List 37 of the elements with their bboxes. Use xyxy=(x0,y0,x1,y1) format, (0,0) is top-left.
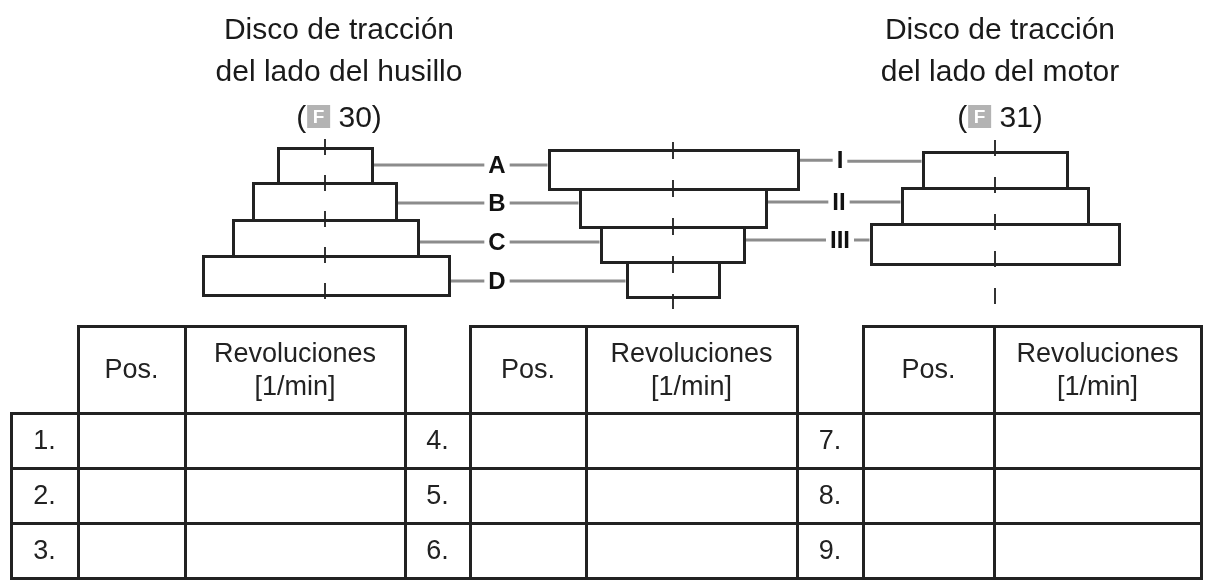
leader-line xyxy=(847,159,922,163)
step-label: I xyxy=(832,148,848,172)
step-label: D xyxy=(484,269,510,293)
leader-line xyxy=(799,158,833,162)
pulley-heading: Disco de tracción del lado del motor xyxy=(879,11,1121,89)
pulley-heading: Disco de tracción del lado del husillo xyxy=(214,11,464,89)
pulley-step xyxy=(231,218,420,258)
leader-line xyxy=(373,163,485,167)
leader-line xyxy=(509,163,548,167)
reference-note: (F 30) xyxy=(296,99,382,135)
leader-line xyxy=(509,279,626,283)
reference-note: (F 31) xyxy=(957,99,1043,135)
leader-line xyxy=(854,238,870,242)
header-cell: Pos. xyxy=(861,324,996,415)
pulley-step xyxy=(251,181,398,222)
pulley-step xyxy=(276,146,374,185)
step-label: II xyxy=(828,190,850,214)
pulley-step xyxy=(547,148,800,191)
pulley-step xyxy=(869,222,1121,266)
leader-line xyxy=(419,240,485,244)
pulley-step xyxy=(201,254,451,297)
pulley-step xyxy=(900,186,1090,226)
leader-line xyxy=(397,201,485,205)
header-cell: Pos. xyxy=(76,324,187,415)
leader-line xyxy=(745,238,826,242)
step-label: A xyxy=(484,153,510,177)
leader-line xyxy=(767,200,829,204)
header-cell: Pos. xyxy=(468,324,588,415)
leader-line xyxy=(450,279,485,283)
step-label: B xyxy=(484,191,510,215)
row-number-cell: 1. xyxy=(9,411,80,470)
step-label: C xyxy=(484,230,510,254)
step-label: III xyxy=(826,228,854,252)
leader-line xyxy=(849,200,901,204)
leader-line xyxy=(509,201,579,205)
leader-line xyxy=(509,240,600,244)
pulley-step xyxy=(921,150,1069,190)
